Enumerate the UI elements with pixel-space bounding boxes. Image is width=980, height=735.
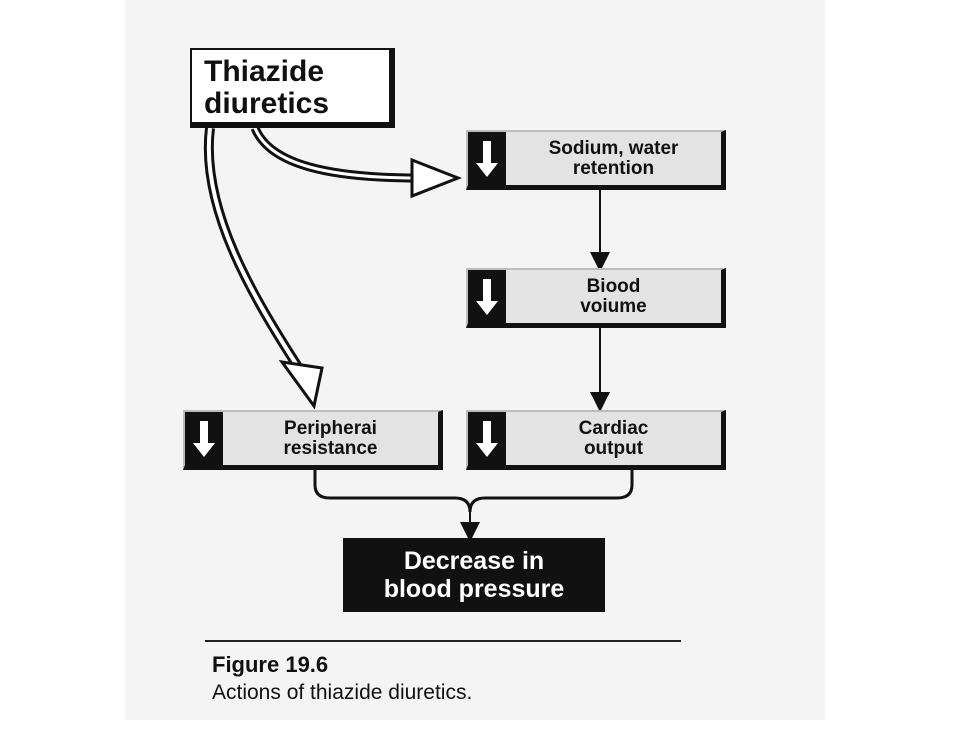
curved-arrow-to-sodium: [250, 126, 463, 199]
down-arrow-icon: [468, 412, 506, 465]
node-label-line2: output: [583, 437, 644, 459]
merge-bracket: [313, 468, 634, 542]
curved-arrow-to-peripheral: [203, 127, 324, 410]
figure-caption: Actions of thiazide diuretics.: [212, 681, 473, 704]
node-label-line2: retention: [572, 157, 655, 179]
source-label: Thiazide diuretics: [204, 56, 329, 120]
result-label-line1: Decrease in: [403, 547, 545, 575]
result-label-line2: blood pressure: [383, 575, 565, 603]
node-label-line1: Sodium, water: [548, 137, 679, 159]
caption-divider: [205, 640, 681, 642]
down-arrow-icon: [185, 412, 223, 465]
source-box-thiazide-diuretics: Thiazide diuretics: [190, 48, 395, 128]
node-label-line1: Peripherai: [284, 417, 377, 439]
source-label-line1: Thiazide: [204, 55, 325, 88]
figure-number: Figure 19.6: [212, 652, 329, 677]
node-label-line2: resistance: [283, 437, 378, 459]
node-label-line1: Biood: [586, 275, 641, 297]
node-label-line2: voiume: [580, 295, 647, 317]
node-label-line1: Cardiac: [578, 417, 649, 439]
down-arrow-icon: [468, 132, 506, 185]
source-label-line2: diuretics: [204, 87, 330, 120]
down-arrow-icon: [468, 270, 506, 323]
